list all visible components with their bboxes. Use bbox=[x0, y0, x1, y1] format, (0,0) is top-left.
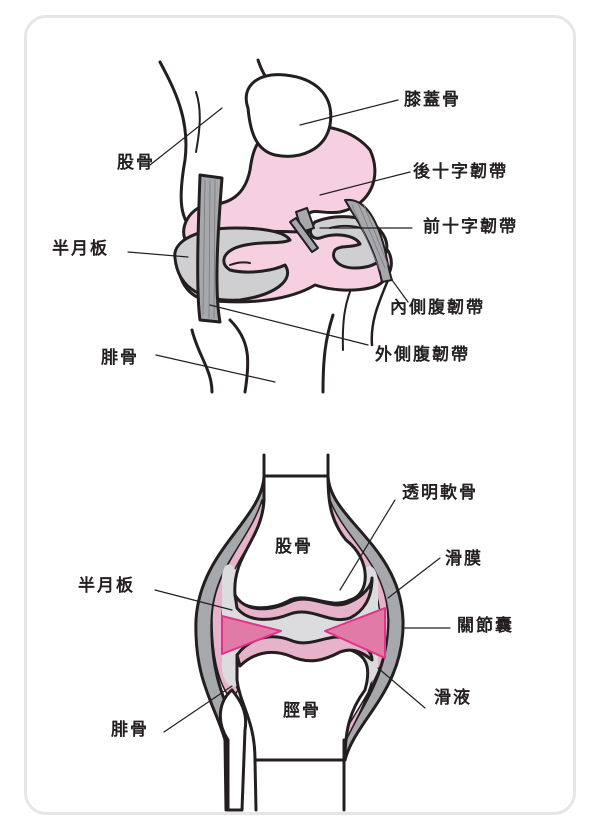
anterior-cruciate-ligament bbox=[289, 217, 319, 253]
medial-collateral-ligament bbox=[344, 198, 393, 283]
femur-shape bbox=[158, 60, 197, 234]
meniscus-right bbox=[324, 607, 386, 659]
label-medial-collateral-ligament: 內側腹韌帶 bbox=[390, 298, 485, 318]
label-fibula-bottom: 腓骨 bbox=[111, 720, 149, 740]
label-femur-top: 股骨 bbox=[117, 153, 155, 173]
label-synovial-membrane: 滑膜 bbox=[445, 549, 483, 569]
label-fibula-top: 腓骨 bbox=[101, 348, 139, 368]
label-lateral-collateral-ligament: 外側腹韌帶 bbox=[375, 345, 470, 365]
label-femur-bottom: 股骨 bbox=[275, 537, 313, 557]
label-anterior-cruciate-ligament: 前十字韌帶 bbox=[423, 217, 518, 237]
label-patella: 膝蓋骨 bbox=[404, 90, 461, 110]
label-posterior-cruciate-ligament: 後十字韌帶 bbox=[413, 162, 508, 182]
label-hyaline-cartilage: 透明軟骨 bbox=[402, 483, 478, 503]
tibial-hyaline-cartilage bbox=[235, 635, 374, 668]
fibula-bottom bbox=[218, 688, 248, 812]
patella bbox=[244, 73, 333, 158]
bottom-joint-diagram bbox=[154, 453, 451, 812]
femoral-hyaline-cartilage bbox=[233, 576, 374, 621]
label-synovial-fluid: 滑液 bbox=[434, 688, 472, 708]
label-joint-capsule: 關節囊 bbox=[457, 616, 514, 636]
label-meniscus-bottom: 半月板 bbox=[78, 576, 135, 596]
label-meniscus-top: 半月板 bbox=[52, 239, 109, 259]
label-tibia: 脛骨 bbox=[283, 701, 321, 721]
meniscus-left bbox=[221, 615, 282, 655]
top-knee-diagram bbox=[127, 58, 413, 394]
